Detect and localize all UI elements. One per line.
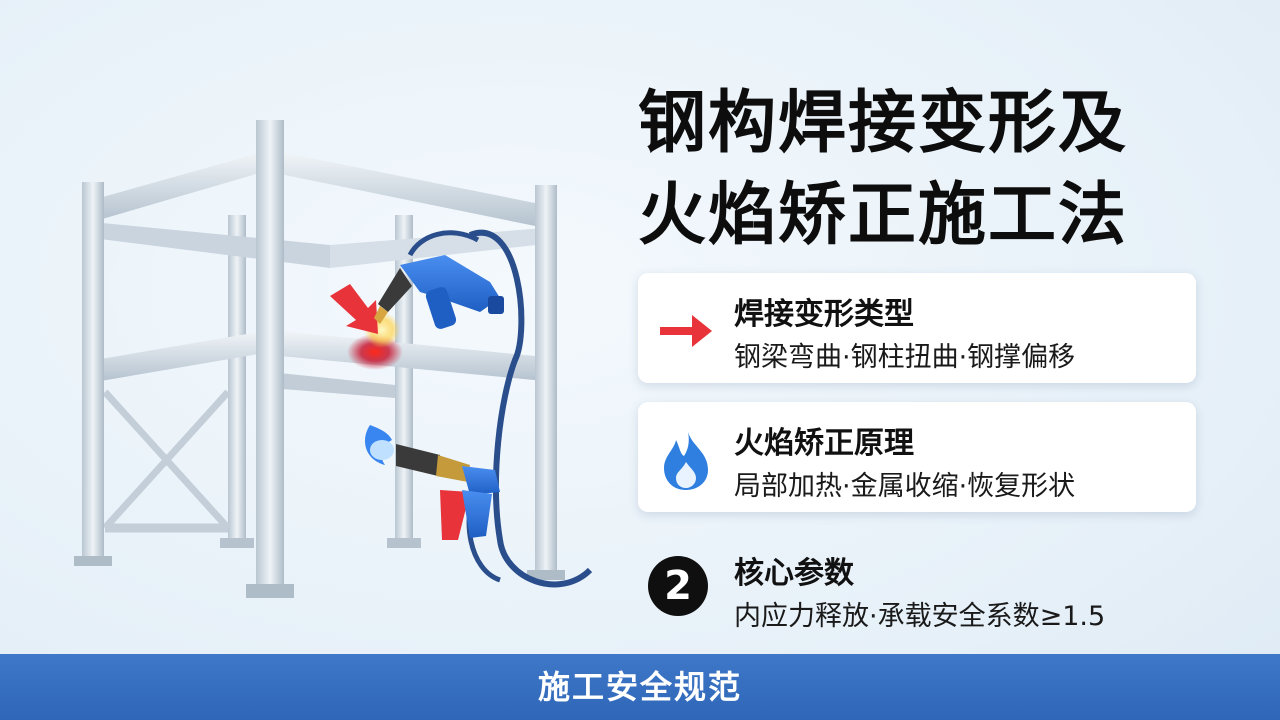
top-beams	[92, 150, 545, 268]
card-text: 钢梁弯曲·钢柱扭曲·钢撑偏移	[734, 342, 1076, 373]
card-core-parameters: 2 核心参数 内应力释放·承载安全系数≥1.5	[638, 532, 1196, 642]
steel-frame-illustration	[74, 120, 593, 598]
front-columns	[74, 120, 565, 598]
title-line-1: 钢构焊接变形及	[638, 84, 1129, 163]
card-text: 内应力释放·承载安全系数≥1.5	[734, 601, 1106, 632]
welding-gun-icon	[374, 229, 593, 588]
cross-bracing	[102, 389, 231, 533]
footer-label: 施工安全规范	[537, 668, 742, 706]
card-heading: 焊接变形类型	[734, 297, 914, 332]
flame-torch-icon	[365, 425, 501, 583]
blue-flame-icon	[664, 432, 708, 490]
card-weld-deformation-types: 焊接变形类型 钢梁弯曲·钢柱扭曲·钢撑偏移	[638, 273, 1196, 383]
title-line-2: 火焰矫正施工法	[638, 176, 1129, 255]
card-flame-correction-principle: 火焰矫正原理 局部加热·金属收缩·恢复形状	[638, 402, 1196, 512]
page-title: 钢构焊接变形及 火焰矫正施工法	[638, 78, 1198, 262]
number-badge: 2	[648, 556, 708, 616]
middle-beams	[95, 330, 555, 398]
card-heading: 火焰矫正原理	[734, 426, 914, 461]
red-arrow-icon	[660, 315, 712, 347]
footer-banner: 施工安全规范	[0, 654, 1280, 720]
red-pointer-arrow-icon	[330, 284, 378, 334]
card-text: 局部加热·金属收缩·恢复形状	[734, 471, 1076, 502]
card-heading: 核心参数	[734, 556, 854, 591]
